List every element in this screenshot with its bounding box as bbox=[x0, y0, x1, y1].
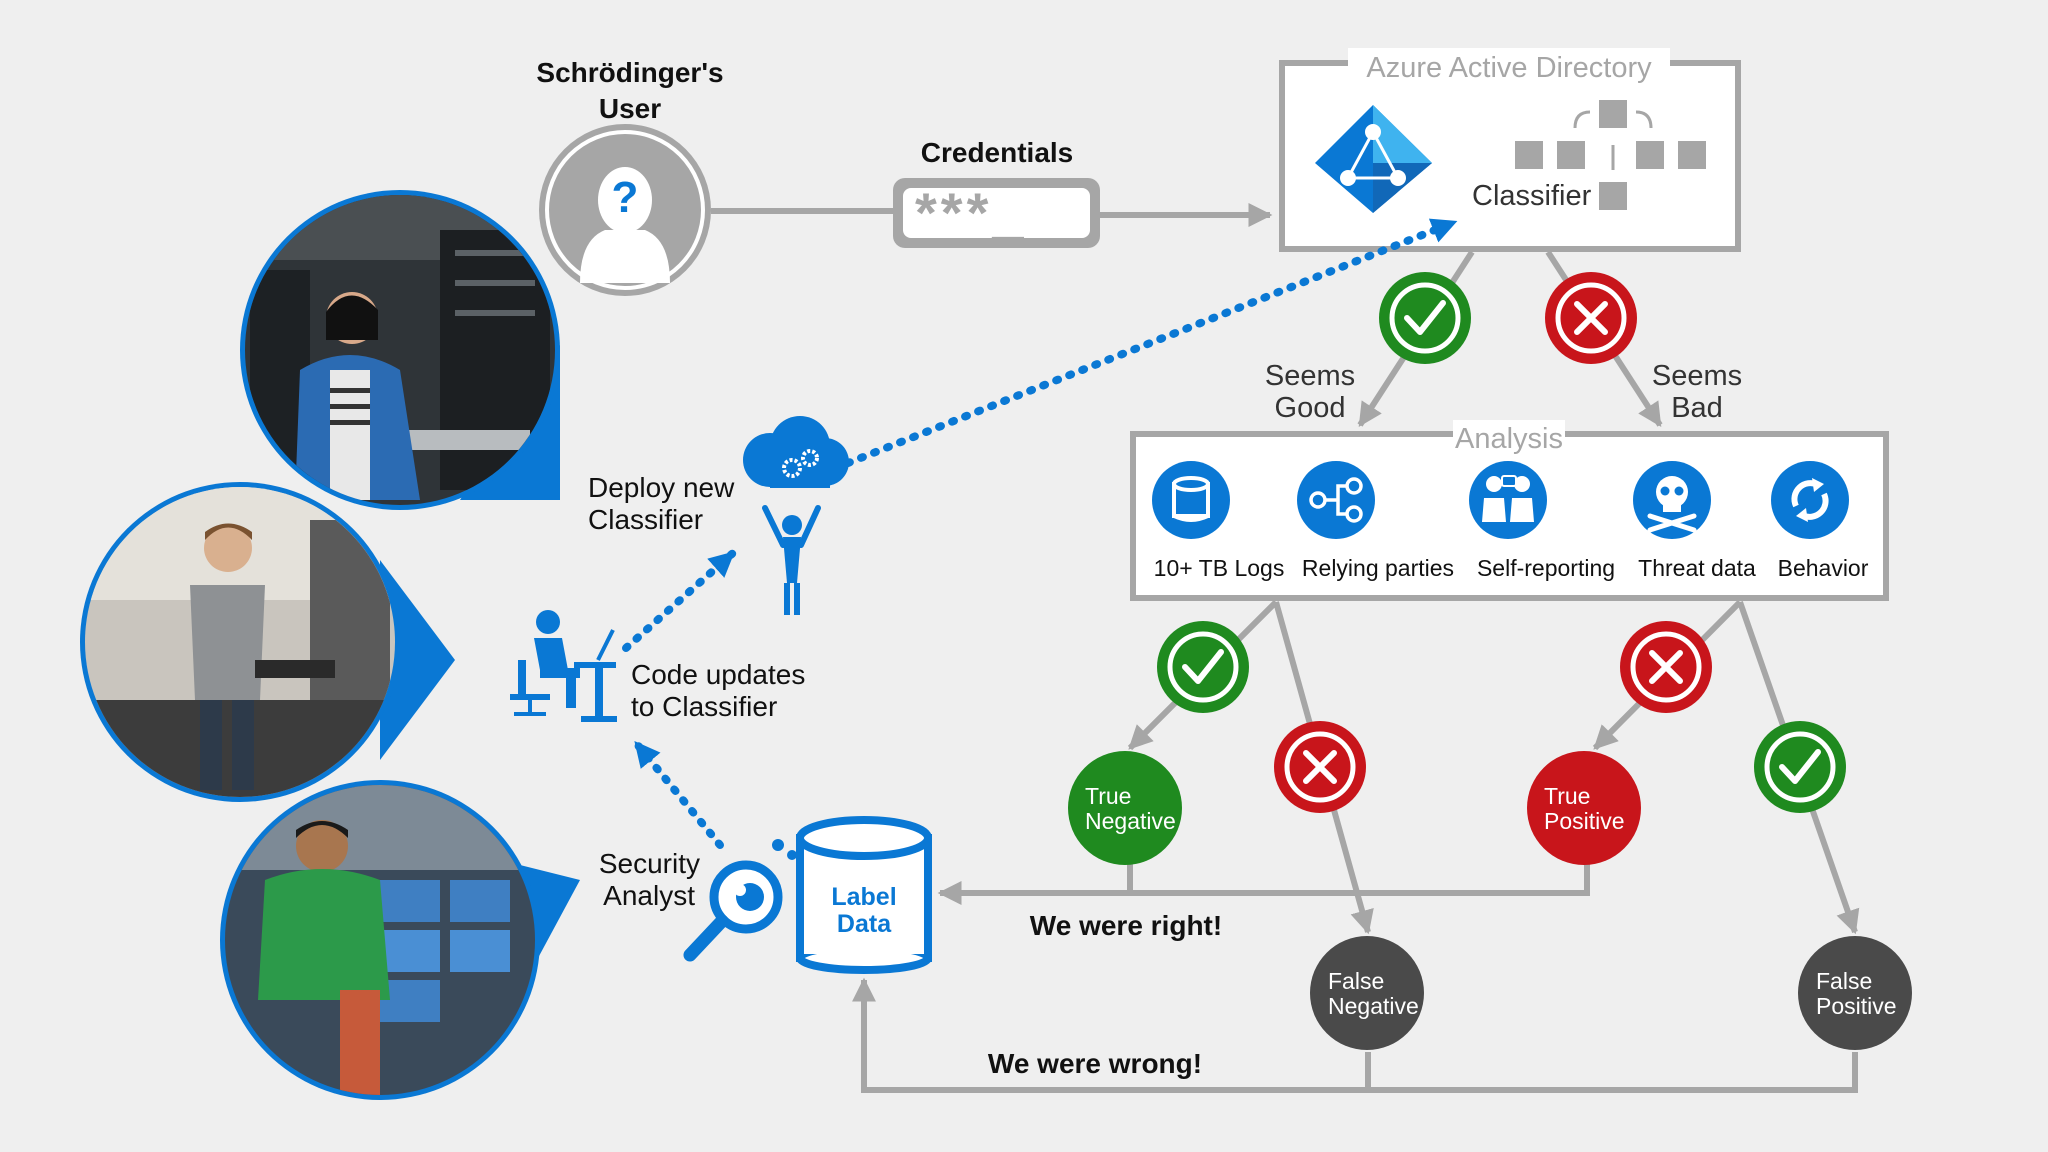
code-updates-line1: Code updates bbox=[631, 659, 805, 690]
seems-good-line2: Good bbox=[1275, 392, 1346, 424]
network-icon bbox=[1297, 461, 1375, 539]
seems-good-line1: Seems bbox=[1265, 360, 1355, 392]
label-data-line2: Data bbox=[837, 910, 892, 938]
seems-bad-line2: Bad bbox=[1671, 392, 1723, 424]
false-negative-line1: False bbox=[1328, 968, 1384, 994]
analysis-item-logs: 10+ TB Logs bbox=[1152, 461, 1284, 581]
true-negative-check-icon bbox=[1157, 621, 1249, 713]
deploy-cloud-person-icon bbox=[743, 416, 849, 615]
seems-bad-x-icon bbox=[1545, 272, 1637, 364]
true-negative-line1: True bbox=[1085, 783, 1131, 809]
user-question-mark: ? bbox=[612, 173, 639, 222]
credentials-field: ***_ bbox=[893, 178, 1100, 248]
false-positive-node: False Positive bbox=[1798, 936, 1912, 1050]
analysis-title: Analysis bbox=[1455, 423, 1563, 455]
user-unknown: ? bbox=[539, 124, 711, 296]
true-negative-line2: Negative bbox=[1085, 808, 1176, 834]
aad-title: Azure Active Directory bbox=[1366, 52, 1652, 84]
magnifier-icon bbox=[683, 839, 797, 962]
we-were-right-label: We were right! bbox=[1030, 910, 1222, 941]
true-positive-line2: Positive bbox=[1544, 808, 1625, 834]
deploy-dotted-arrow bbox=[844, 218, 1459, 467]
seems-good-check-icon bbox=[1379, 272, 1471, 364]
analysis-item-relying-parties: Relying parties bbox=[1297, 461, 1454, 581]
cycle-icon bbox=[1771, 461, 1849, 539]
false-negative-line2: Negative bbox=[1328, 993, 1419, 1019]
credentials-label: Credentials bbox=[921, 137, 1074, 168]
true-positive-line1: True bbox=[1544, 783, 1590, 809]
false-positive-check-icon bbox=[1754, 721, 1846, 813]
analyst-to-developer-dotted-arrow bbox=[632, 739, 724, 849]
label-data-line1: Label bbox=[831, 883, 896, 911]
deploy-label-line2: Classifier bbox=[588, 504, 703, 535]
security-analyst-line1: Security bbox=[599, 848, 700, 879]
aad-box: Azure Active Directory Classifier bbox=[1279, 48, 1741, 252]
photo-bubble-engineer bbox=[240, 190, 560, 510]
label-data-store: Label Data bbox=[796, 816, 932, 974]
false-positive-line1: False bbox=[1816, 968, 1872, 994]
photo-bubble-developer bbox=[80, 482, 455, 802]
security-analyst-line2: Analyst bbox=[603, 880, 695, 911]
false-positive-line2: Positive bbox=[1816, 993, 1897, 1019]
true-positive-x-icon bbox=[1620, 621, 1712, 713]
analysis-item-label: Relying parties bbox=[1302, 555, 1454, 581]
user-title-line1: Schrödinger's bbox=[536, 57, 723, 88]
developer-at-desk-icon bbox=[510, 610, 617, 722]
analysis-item-label: Self-reporting bbox=[1477, 555, 1615, 581]
classifier-label: Classifier bbox=[1472, 180, 1592, 212]
analysis-item-label: 10+ TB Logs bbox=[1154, 555, 1285, 581]
photo-bubble-security-analyst bbox=[220, 780, 580, 1100]
classifier-blocks-icon bbox=[1515, 100, 1706, 210]
analysis-item-label: Threat data bbox=[1638, 555, 1756, 581]
people-icon bbox=[1469, 461, 1547, 539]
analysis-item-threat-data: Threat data bbox=[1633, 461, 1756, 581]
credentials-field-text: ***_ bbox=[915, 181, 1028, 244]
code-updates-line2: to Classifier bbox=[631, 691, 777, 722]
we-were-wrong-label: We were wrong! bbox=[988, 1048, 1202, 1079]
analysis-item-label: Behavior bbox=[1778, 555, 1869, 581]
developer-to-deploy-dotted-arrow bbox=[622, 549, 737, 652]
skull-icon bbox=[1633, 461, 1711, 539]
true-positive-node: True Positive bbox=[1527, 751, 1641, 865]
false-negative-node: False Negative bbox=[1310, 936, 1424, 1050]
analysis-item-behavior: Behavior bbox=[1771, 461, 1869, 581]
analysis-item-self-reporting: Self-reporting bbox=[1469, 461, 1615, 581]
database-icon bbox=[1152, 461, 1230, 539]
seems-bad-line1: Seems bbox=[1652, 360, 1742, 392]
true-negative-node: True Negative bbox=[1068, 751, 1182, 865]
deploy-label-line1: Deploy new bbox=[588, 472, 735, 503]
user-title-line2: User bbox=[599, 93, 661, 124]
false-negative-x-icon bbox=[1274, 721, 1366, 813]
analysis-box: Analysis 10+ TB Logs Relying parties bbox=[1130, 420, 1889, 601]
azure-ad-logo-icon bbox=[1315, 105, 1432, 213]
